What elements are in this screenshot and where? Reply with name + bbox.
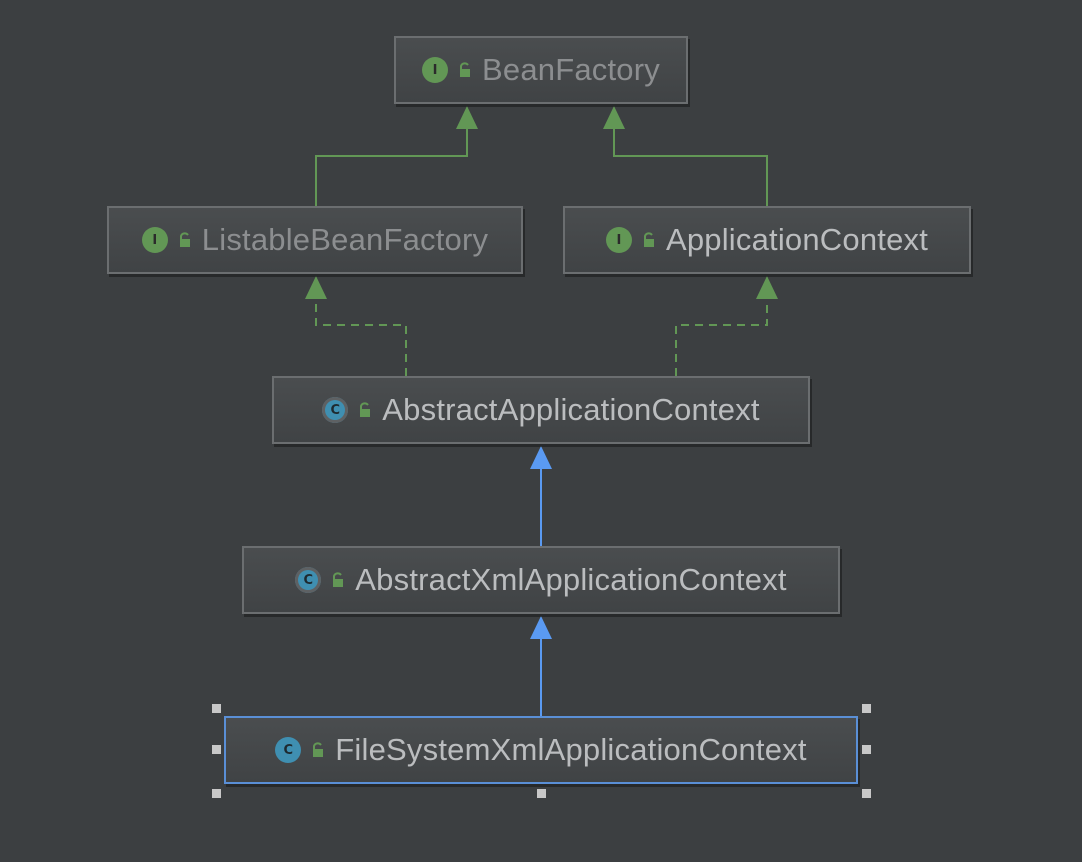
unlock-icon bbox=[360, 402, 371, 417]
node-label: AbstractXmlApplicationContext bbox=[355, 562, 787, 597]
selection-handle-middle-left[interactable] bbox=[212, 745, 221, 754]
arrowhead bbox=[456, 106, 478, 129]
unlock-icon bbox=[333, 572, 344, 587]
arrowhead bbox=[305, 276, 327, 299]
node-filesystemxmlapplicationcontext[interactable]: C FileSystemXmlApplicationContext bbox=[224, 716, 858, 784]
selection-handle-bottom-center[interactable] bbox=[537, 789, 546, 798]
unlock-icon bbox=[179, 232, 190, 247]
edge-abstractappctx-to-listable bbox=[315, 298, 407, 376]
selection-handle-middle-right[interactable] bbox=[862, 745, 871, 754]
interface-icon: I bbox=[141, 227, 168, 253]
node-abstractxmlapplicationcontext[interactable]: C AbstractXmlApplicationContext bbox=[242, 546, 840, 614]
edge-appcontext-to-beanfactory bbox=[613, 128, 768, 206]
interface-icon: I bbox=[605, 227, 632, 253]
unlock-icon bbox=[643, 232, 654, 247]
node-beanfactory[interactable]: I BeanFactory bbox=[394, 36, 688, 104]
edge-listable-to-beanfactory bbox=[315, 128, 468, 206]
selection-handle-top-right[interactable] bbox=[862, 704, 871, 713]
node-label: ApplicationContext bbox=[665, 222, 929, 257]
unlock-icon bbox=[313, 742, 324, 757]
node-label: BeanFactory bbox=[482, 52, 660, 87]
node-listablebeanfactory[interactable]: I ListableBeanFactory bbox=[107, 206, 523, 274]
node-abstractapplicationcontext[interactable]: C AbstractApplicationContext bbox=[272, 376, 810, 444]
abstract-class-icon: C bbox=[295, 567, 322, 593]
node-applicationcontext[interactable]: I ApplicationContext bbox=[563, 206, 971, 274]
selection-handle-bottom-left[interactable] bbox=[212, 789, 221, 798]
unlock-icon bbox=[460, 62, 471, 77]
node-label: AbstractApplicationContext bbox=[382, 392, 760, 427]
selection-handle-bottom-right[interactable] bbox=[862, 789, 871, 798]
selection-handle-top-left[interactable] bbox=[212, 704, 221, 713]
arrowhead bbox=[756, 276, 778, 299]
interface-icon: I bbox=[422, 57, 449, 83]
class-icon: C bbox=[275, 737, 302, 763]
arrowhead bbox=[530, 616, 552, 639]
node-label: ListableBeanFactory bbox=[201, 222, 489, 257]
arrowhead bbox=[603, 106, 625, 129]
node-label: FileSystemXmlApplicationContext bbox=[335, 732, 807, 767]
edge-abstractappctx-to-appcontext bbox=[675, 298, 768, 376]
abstract-class-icon: C bbox=[322, 397, 349, 423]
arrowhead bbox=[530, 446, 552, 469]
